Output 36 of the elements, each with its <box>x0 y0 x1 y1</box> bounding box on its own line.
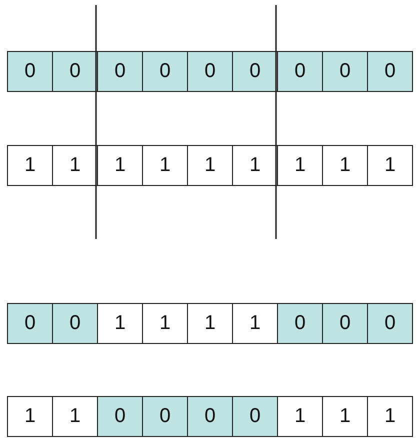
bit-cell: 0 <box>52 51 98 92</box>
bit-cell: 0 <box>187 396 233 437</box>
bit-cell: 0 <box>232 51 278 92</box>
bit-cell: 0 <box>367 51 413 92</box>
bit-cell: 0 <box>142 396 188 437</box>
bit-cell: 1 <box>367 145 413 186</box>
bit-cell: 1 <box>142 145 188 186</box>
bit-cell: 0 <box>232 396 278 437</box>
bit-cell: 0 <box>322 303 368 344</box>
bit-cell: 0 <box>7 303 53 344</box>
bit-cell: 1 <box>232 145 278 186</box>
bit-cell: 1 <box>97 303 143 344</box>
bit-cell: 0 <box>97 396 143 437</box>
bit-cell: 0 <box>187 51 233 92</box>
bit-cell: 0 <box>322 51 368 92</box>
bit-cell: 1 <box>187 145 233 186</box>
bit-cell: 0 <box>367 303 413 344</box>
bit-cell: 1 <box>7 145 53 186</box>
bit-cell: 1 <box>7 396 53 437</box>
bit-cell: 1 <box>187 303 233 344</box>
bit-cell: 0 <box>97 51 143 92</box>
bit-cell: 1 <box>277 145 323 186</box>
bit-cell: 0 <box>7 51 53 92</box>
bit-cell: 0 <box>142 51 188 92</box>
bit-cell: 0 <box>52 303 98 344</box>
bit-cell: 1 <box>322 396 368 437</box>
bit-cell: 1 <box>367 396 413 437</box>
bit-cell: 1 <box>52 396 98 437</box>
bit-cell: 0 <box>277 303 323 344</box>
bit-cell: 1 <box>97 145 143 186</box>
bit-cell: 1 <box>322 145 368 186</box>
bit-cell: 1 <box>142 303 188 344</box>
bit-cell: 1 <box>52 145 98 186</box>
bit-cell: 1 <box>277 396 323 437</box>
bit-cell: 1 <box>232 303 278 344</box>
bit-cell: 0 <box>277 51 323 92</box>
